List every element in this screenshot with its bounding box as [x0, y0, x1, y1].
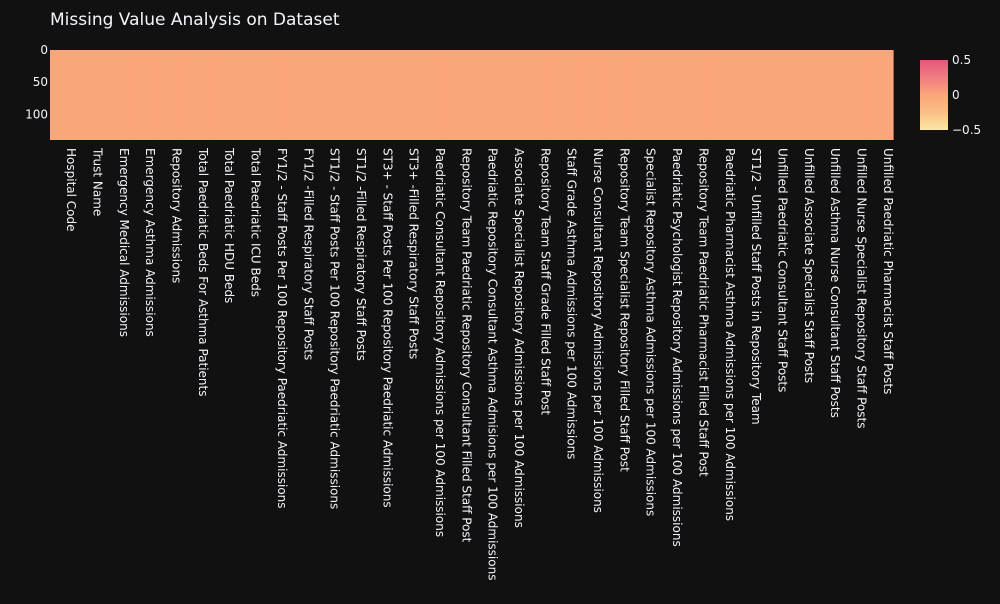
x-tick-label: ST3+ -Filled Respiratory Staff Posts: [407, 148, 421, 359]
x-tick-label: Repository Team Paedriatic Repository Co…: [459, 148, 473, 543]
x-tick-label: Repository Team Staff Grade Filled Staff…: [538, 148, 552, 415]
x-tick-label: FY1/2 - Staff Posts Per 100 Repository P…: [275, 148, 289, 509]
x-tick-label: Repository Admissions: [170, 148, 184, 283]
y-tick-label: 0: [40, 43, 48, 57]
heatmap-cell: [234, 50, 262, 140]
x-tick-label: ST1/2 - Staff Posts Per 100 Repository P…: [328, 148, 342, 509]
y-tick-label: 100: [25, 107, 48, 121]
x-tick-label: Total Paedriatic HDU Beds: [222, 147, 236, 303]
x-tick-label: FY1/2 -Filled Respiratory Staff Posts: [301, 148, 315, 360]
x-tick-label: Specialist Repository Asthma Admissions …: [644, 148, 658, 516]
heatmap-cell: [155, 50, 183, 140]
x-tick-label: Nurse Consultant Repository Admissions p…: [591, 148, 605, 513]
heatmap-cell: [129, 50, 156, 140]
heatmap-cell: [629, 50, 657, 140]
heatmap-cell: [866, 50, 894, 140]
colorbar-tick-label: 0.5: [952, 53, 971, 67]
heatmap-cell: [603, 50, 631, 140]
heatmap-cell: [260, 50, 288, 140]
heatmap-cell: [524, 50, 552, 140]
heatmap-cell: [445, 50, 473, 140]
y-tick-label: 50: [33, 75, 48, 89]
colorbar: 0.5 0 −0.5: [920, 53, 981, 137]
x-tick-label: Paedriatic Psychologist Repository Admis…: [670, 148, 684, 547]
x-tick-label: Associate Specialist Repository Admissio…: [512, 148, 526, 528]
x-tick-label: ST3+ - Staff Posts Per 100 Repository Pa…: [380, 148, 394, 508]
x-tick-label: Trust Name: [91, 147, 105, 216]
x-tick-label: ST1/2 -Filled Respiratory Staff Posts: [354, 148, 368, 361]
heatmap-cell: [418, 50, 446, 140]
heatmap-cell: [840, 50, 868, 140]
heatmap-cell: [339, 50, 367, 140]
x-tick-label: Total Paedriatic ICU Beds: [249, 147, 263, 297]
x-tick-label: Hospital Code: [64, 148, 78, 232]
heatmap-cell: [181, 50, 209, 140]
heatmap-cell: [471, 50, 499, 140]
x-tick-label: Repository Team Paedriatic Pharmacist Fi…: [696, 148, 710, 477]
x-tick-label: ST1/2 - Unfilled Staff Posts in Reposito…: [749, 148, 763, 425]
x-tick-label: Unfilled Paedriatic Pharmacist Staff Pos…: [881, 148, 895, 394]
heatmap-cell: [813, 50, 841, 140]
x-tick-label: Unfilled Nurse Specialist Repository Sta…: [854, 148, 868, 428]
x-tick-label: Total Paedriatic Beds For Asthma Patient…: [196, 147, 210, 397]
heatmap-cell: [287, 50, 315, 140]
heatmap-cell: [761, 50, 789, 140]
heatmap-cell: [102, 50, 130, 140]
x-tick-label: Paedriatic Pharmacist Asthma Admissions …: [723, 148, 737, 521]
x-tick-label: Unfilled Paedriatic Consultant Staff Pos…: [775, 148, 789, 392]
x-tick-label: Paedriatic Consultant Repository Admissi…: [433, 148, 447, 537]
heatmap-cell: [392, 50, 420, 140]
x-tick-label: Unfilled Associate Specialist Staff Post…: [802, 148, 816, 383]
heatmap-cell: [50, 50, 77, 140]
x-tick-label: Paedriatic Repository Consultant Asthma …: [486, 148, 500, 580]
heatmap-cell: [497, 50, 525, 140]
heatmap-cell: [313, 50, 341, 140]
x-tick-label: Repository Team Specialist Repository Fi…: [617, 148, 631, 472]
heatmap-cell: [787, 50, 815, 140]
colorbar-gradient: [920, 60, 948, 130]
heatmap-cell: [550, 50, 578, 140]
heatmap-cell: [682, 50, 710, 140]
colorbar-tick-label: 0: [952, 88, 960, 102]
heatmap-cell: [576, 50, 604, 140]
chart-title: Missing Value Analysis on Dataset: [50, 10, 340, 30]
x-tick-label: Unfilled Asthma Nurse Consultant Staff P…: [828, 148, 842, 418]
heatmap-cell: [76, 50, 104, 140]
x-axis: Hospital Code Trust Name Emergency Medical…: [64, 147, 895, 580]
y-axis: 0 50 100: [25, 43, 48, 121]
heatmap-cell: [208, 50, 235, 140]
x-tick-label: Emergency Medical Admissions: [117, 148, 131, 337]
heatmap-cell: [734, 50, 762, 140]
x-tick-label: Staff Grade Asthma Admissions per 100 Ad…: [565, 148, 579, 459]
heatmap-cell: [366, 50, 394, 140]
x-tick-label: Emergency Asthma Admissions: [143, 148, 157, 337]
heatmap-cell: [655, 50, 683, 140]
heatmap-cell: [708, 50, 736, 140]
plot-area: [50, 50, 894, 140]
colorbar-tick-label: −0.5: [952, 123, 981, 137]
